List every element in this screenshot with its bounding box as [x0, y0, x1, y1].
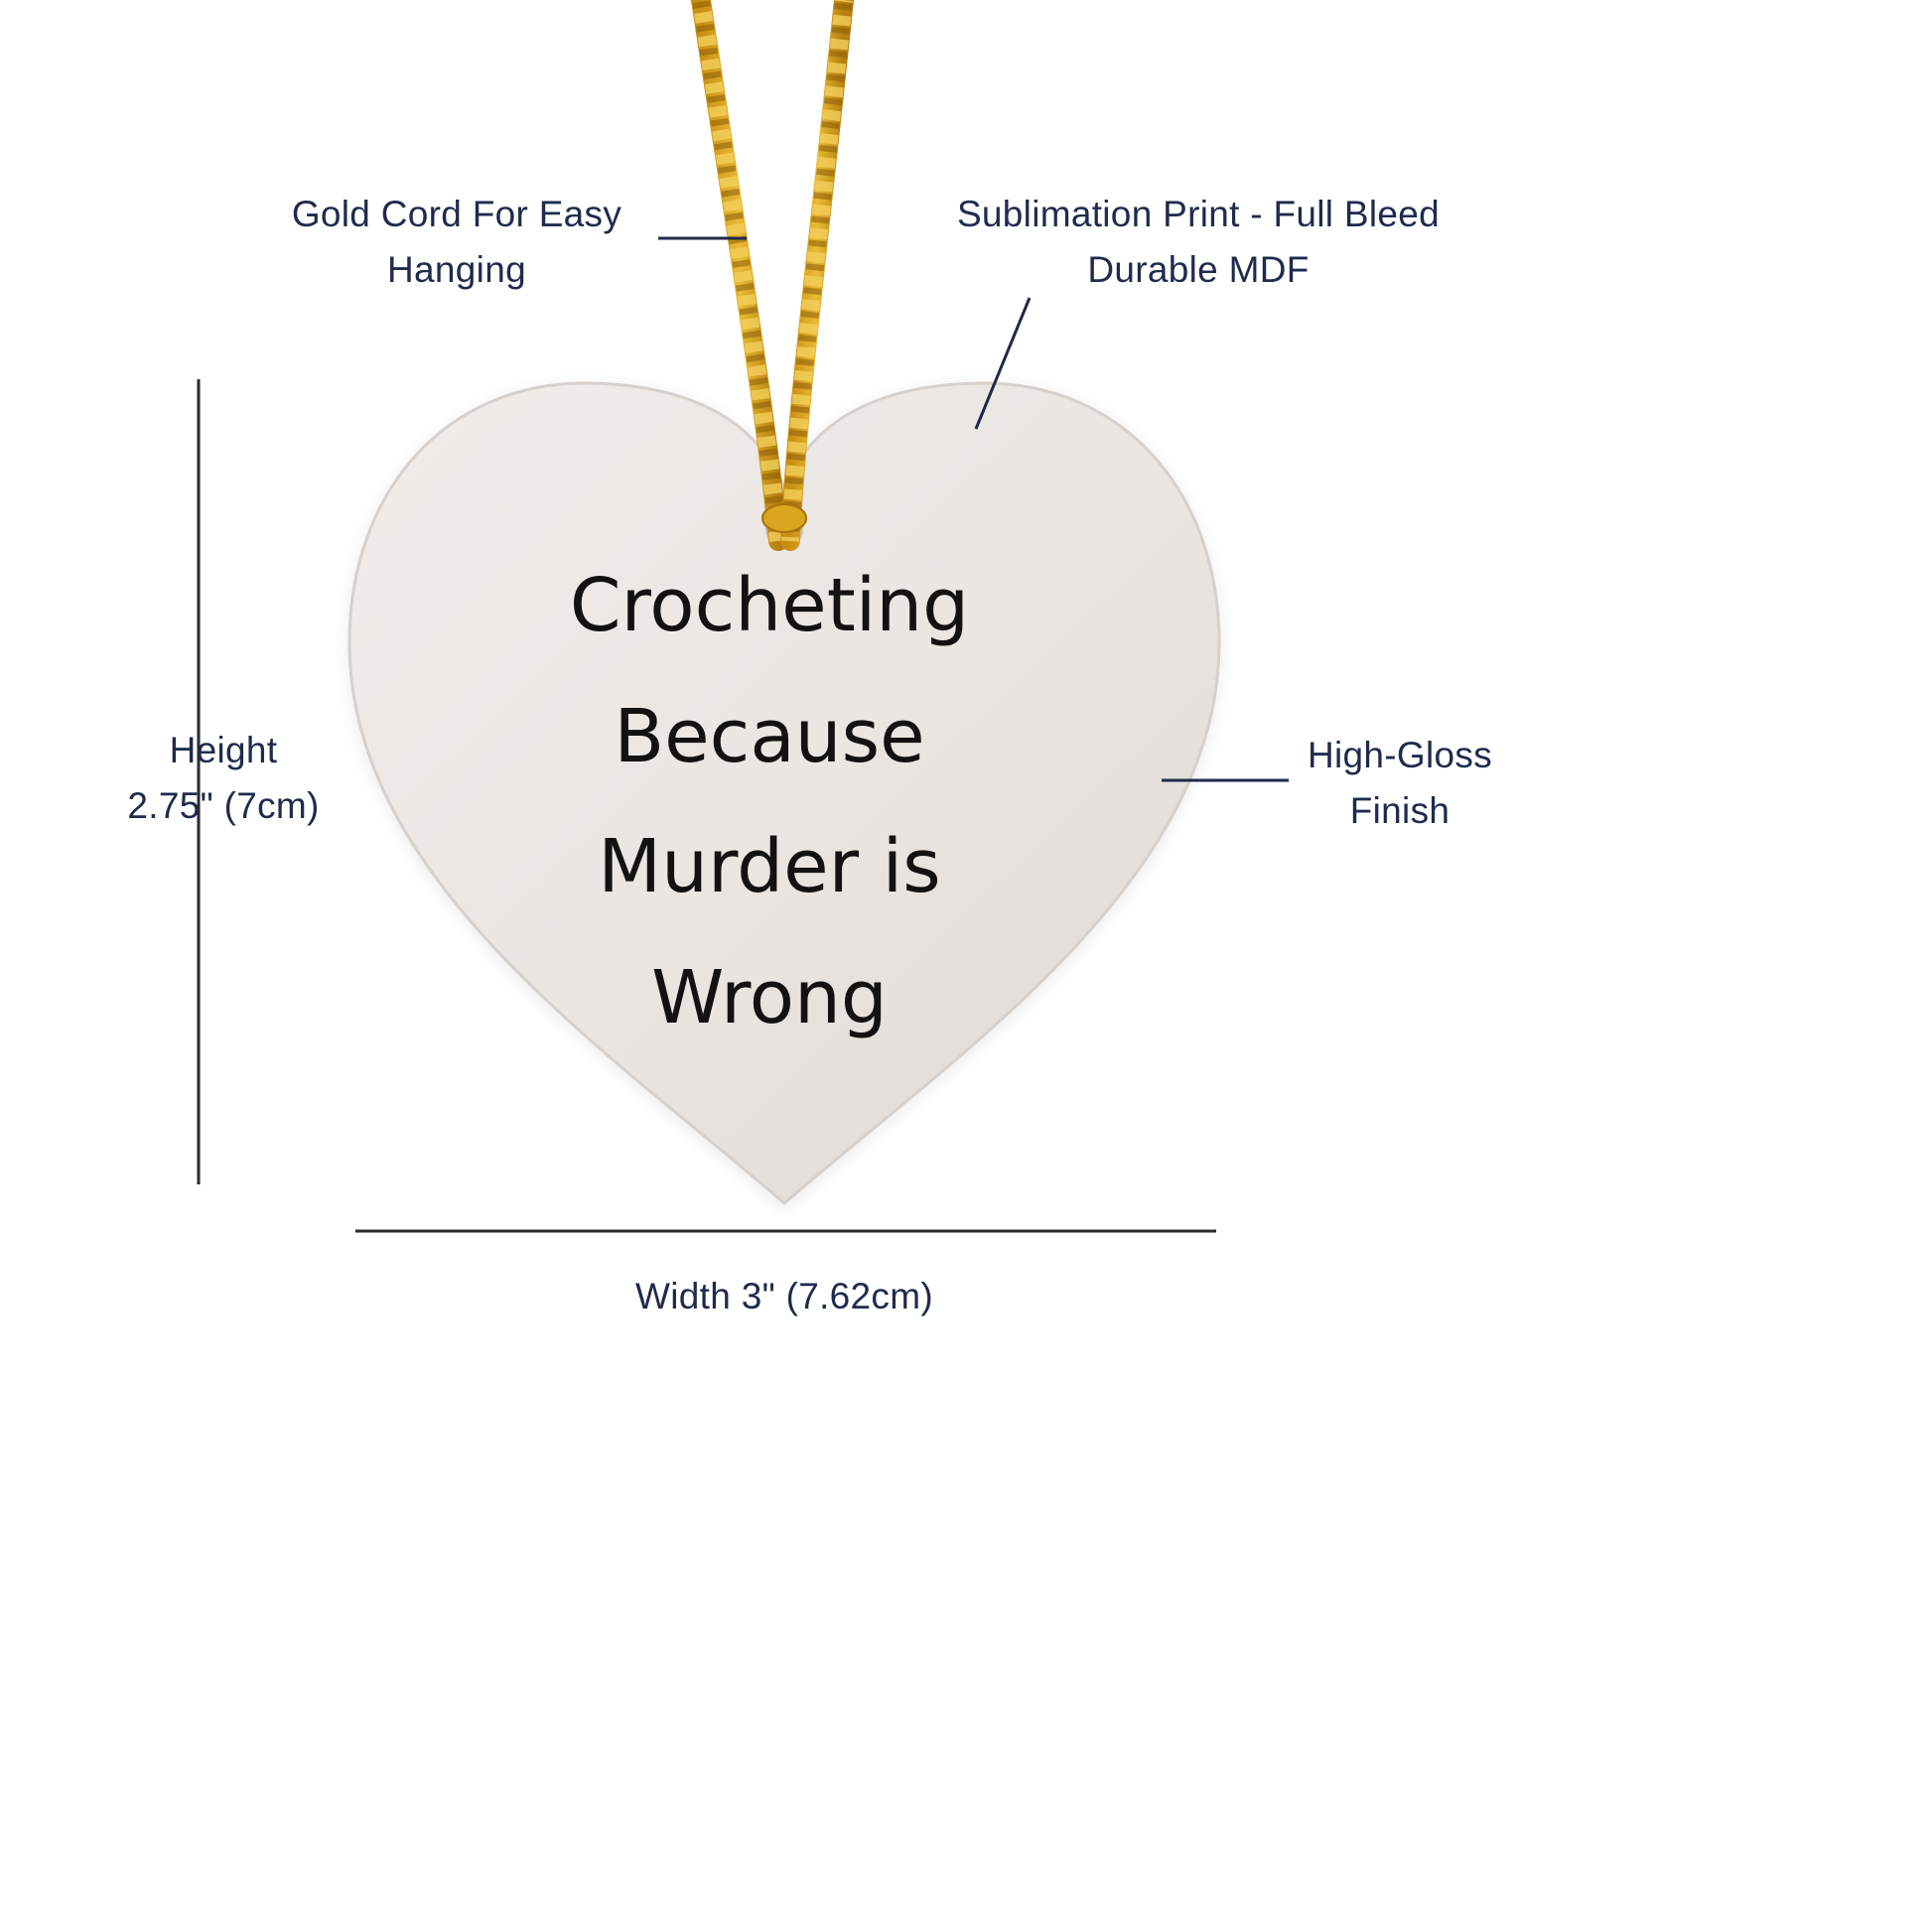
- ornament-quote: Crocheting Because Murder is Wrong: [422, 541, 1117, 1064]
- gold-cord: [691, 0, 854, 551]
- ornament-quote-line: Because: [614, 693, 925, 779]
- annotation-gold-cord-line1: Gold Cord For Easy: [291, 194, 622, 234]
- dimension-height-line1: Height: [169, 730, 278, 770]
- annotation-sublimation-line1: Sublimation Print - Full Bleed: [956, 194, 1441, 234]
- ornament-quote-line: Crocheting: [569, 563, 970, 648]
- dimension-height-line2: 2.75" (7cm): [127, 784, 320, 826]
- dimension-height-label: Height 2.75" (7cm): [69, 723, 377, 833]
- annotation-high-gloss-line1: High-Gloss: [1308, 735, 1492, 775]
- annotation-sublimation-line2: Durable MDF: [1087, 248, 1310, 290]
- leader-line-print: [974, 297, 1032, 430]
- annotation-high-gloss: High-Gloss Finish: [1246, 728, 1554, 838]
- heart-ornament: [347, 381, 1221, 1205]
- ornament-quote-line: Wrong: [651, 955, 888, 1041]
- annotation-sublimation-print: Sublimation Print - Full Bleed Durable M…: [896, 187, 1501, 297]
- annotation-gold-cord-line2: Hanging: [387, 248, 526, 290]
- ornament-quote-line: Murder is: [598, 824, 941, 910]
- dimension-width-text: Width 3" (7.62cm): [635, 1276, 933, 1316]
- annotation-gold-cord: Gold Cord For Easy Hanging: [228, 187, 685, 297]
- dimension-width-label: Width 3" (7.62cm): [536, 1269, 1033, 1324]
- annotation-high-gloss-line2: Finish: [1349, 789, 1450, 831]
